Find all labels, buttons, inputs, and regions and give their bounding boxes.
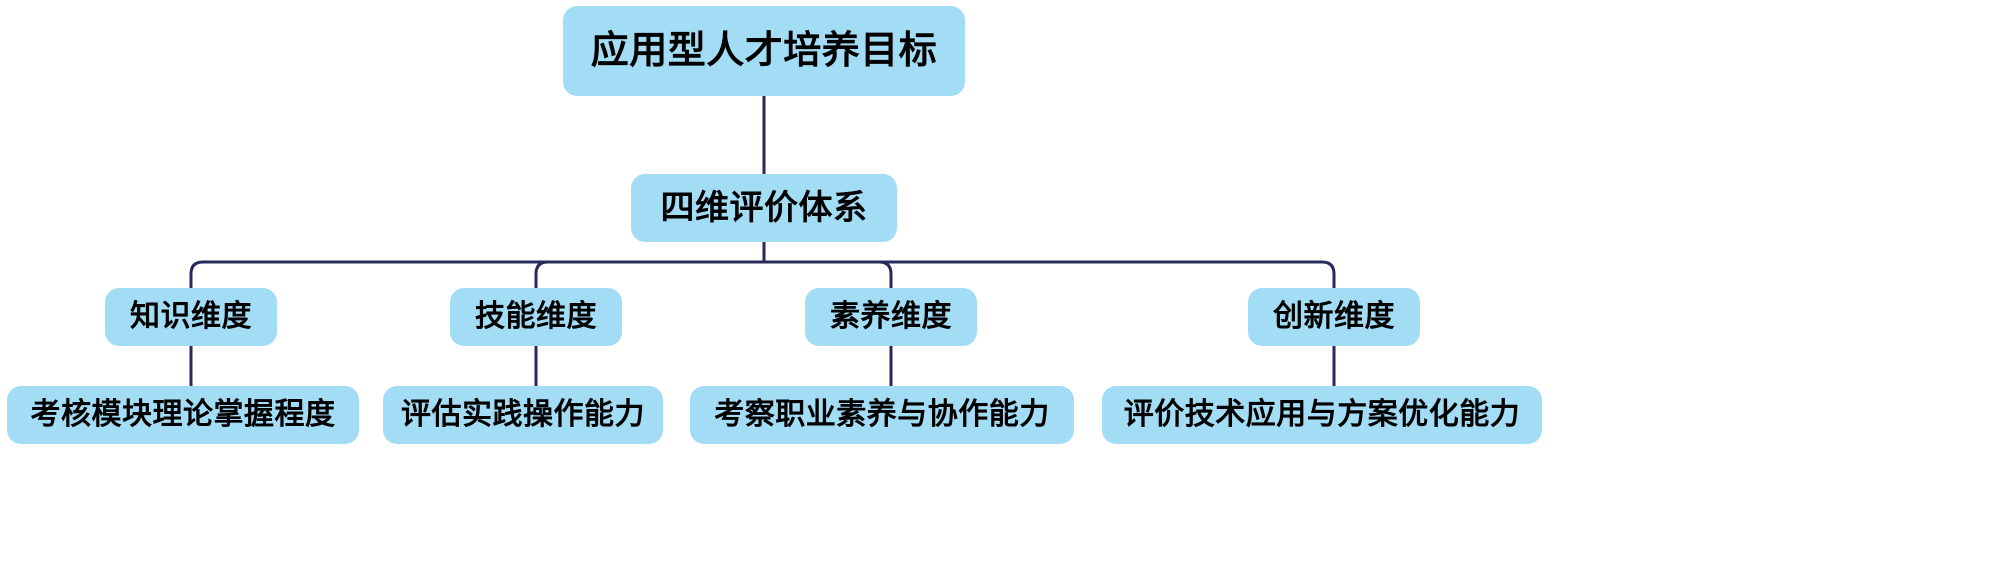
- edge-system-to-dim-innovation: [764, 260, 1336, 288]
- node-dimension-knowledge-label: 知识维度: [130, 300, 252, 333]
- node-dimension-innovation[interactable]: 创新维度: [1248, 288, 1420, 346]
- node-goal[interactable]: 应用型人才培养目标: [563, 6, 965, 96]
- node-leaf-knowledge[interactable]: 考核模块理论掌握程度: [7, 386, 359, 444]
- node-dimension-literacy-label: 素养维度: [830, 300, 952, 333]
- node-leaf-literacy-label: 考察职业素养与协作能力: [714, 398, 1050, 431]
- node-leaf-skill[interactable]: 评估实践操作能力: [383, 386, 663, 444]
- node-dimension-knowledge[interactable]: 知识维度: [105, 288, 277, 346]
- node-leaf-literacy[interactable]: 考察职业素养与协作能力: [690, 386, 1074, 444]
- node-system[interactable]: 四维评价体系: [631, 174, 897, 242]
- node-leaf-knowledge-label: 考核模块理论掌握程度: [30, 398, 336, 431]
- node-goal-label: 应用型人才培养目标: [590, 30, 938, 72]
- edge-system-to-dim-knowledge: [189, 260, 764, 288]
- node-system-label: 四维评价体系: [660, 189, 868, 227]
- edge-system-to-dim-literacy: [764, 260, 893, 288]
- node-leaf-innovation[interactable]: 评价技术应用与方案优化能力: [1102, 386, 1542, 444]
- node-dimension-skill-label: 技能维度: [475, 300, 597, 333]
- node-leaf-innovation-label: 评价技术应用与方案优化能力: [1123, 398, 1521, 431]
- node-leaf-skill-label: 评估实践操作能力: [401, 398, 645, 431]
- edge-system-to-dim-skill: [534, 260, 764, 288]
- node-dimension-innovation-label: 创新维度: [1273, 300, 1395, 333]
- node-dimension-skill[interactable]: 技能维度: [450, 288, 622, 346]
- node-dimension-literacy[interactable]: 素养维度: [805, 288, 977, 346]
